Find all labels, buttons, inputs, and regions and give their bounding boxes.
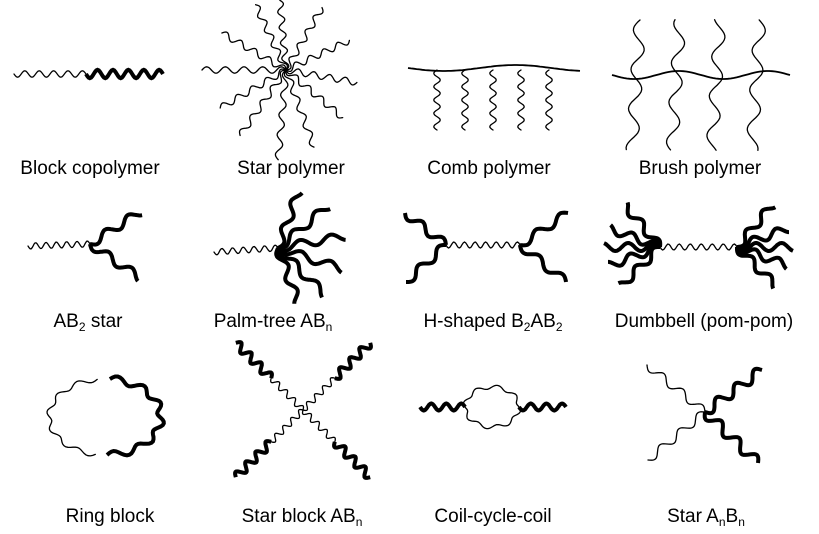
comb-side-chain <box>433 69 441 131</box>
staranbn-a-arm <box>646 364 706 413</box>
star-arm <box>285 68 358 86</box>
ring-a-block <box>46 378 98 457</box>
star-arm <box>201 66 287 74</box>
brush-side-chain <box>665 19 686 151</box>
cycle-bottom <box>464 406 522 430</box>
star-arm <box>221 31 287 71</box>
palm-tree-diagram <box>213 191 346 304</box>
palm-b-arm <box>276 246 343 275</box>
coil-cycle-coil-diagram <box>418 384 568 430</box>
dumbbell-b-arm <box>603 240 662 254</box>
starblock-a-inner <box>302 377 336 412</box>
star-arm <box>238 69 287 137</box>
dumbbell-b-arm <box>736 205 777 249</box>
star-arm <box>254 4 288 71</box>
starblock-a-inner <box>270 408 304 443</box>
palm-b-arm <box>277 191 304 250</box>
starblock-a-inner <box>270 377 305 411</box>
dumbbell-b-arm <box>735 247 776 290</box>
star-arm <box>285 6 324 71</box>
starblock-a-inner <box>301 409 336 443</box>
label-star-polymer: Star polymer <box>237 158 345 179</box>
palm-b-arm <box>278 207 331 250</box>
comb-backbone <box>407 64 581 72</box>
starblock-b-outer <box>332 441 371 480</box>
block-copolymer-diagram <box>13 67 165 81</box>
ring-block-diagram <box>46 374 166 458</box>
dumbbell-diagram <box>603 201 794 290</box>
staranbn-b-arm <box>702 411 761 464</box>
cycle-top <box>462 384 520 408</box>
h-a-segment <box>445 241 521 249</box>
label-brush-polymer: Brush polymer <box>638 158 762 179</box>
label-block-copolymer: Block copolymer <box>20 158 160 179</box>
h-b-arm <box>406 243 446 284</box>
palm-b-arm <box>274 247 300 304</box>
star-arm <box>219 68 287 109</box>
star-block-diagram <box>233 340 373 480</box>
label-h-shaped: H-shaped B2AB2 <box>423 311 563 334</box>
ab2-star-diagram <box>27 212 143 283</box>
dumbbell-b-arm <box>608 243 661 268</box>
ab2-b-arm <box>89 212 143 247</box>
label-comb-polymer: Comb polymer <box>427 158 551 179</box>
ab2-a-arm <box>27 240 91 250</box>
label-ab2-star: AB2 star <box>53 311 123 334</box>
brush-polymer-diagram <box>611 19 791 152</box>
star-arm <box>274 69 289 161</box>
brush-backbone <box>611 70 791 80</box>
star-arm <box>285 39 351 73</box>
ab2-b-arm <box>88 243 140 283</box>
starblock-b-outer <box>334 342 373 381</box>
ring-b-block <box>105 374 166 458</box>
brush-side-chain <box>706 19 726 151</box>
comb-side-chain <box>489 69 497 131</box>
h-shaped-diagram <box>403 210 569 284</box>
starblock-b-outer <box>233 439 272 478</box>
star-polymer-diagram <box>201 0 358 161</box>
star-arm <box>277 0 290 71</box>
comb-side-chain <box>517 69 525 131</box>
dumbbell-b-arm <box>617 245 660 286</box>
coil-right <box>517 401 568 413</box>
h-b-arm <box>518 244 568 283</box>
block-b-segment <box>84 67 165 81</box>
palm-a-arm <box>213 244 279 256</box>
label-star-anbn: Star AnBn <box>667 506 745 529</box>
block-a-segment <box>13 70 87 78</box>
comb-polymer-diagram <box>407 64 581 131</box>
label-star-block: Star block ABn <box>241 506 363 529</box>
dumbbell-a-segment <box>659 243 738 251</box>
palm-b-arm <box>277 232 346 253</box>
label-ring-block: Ring block <box>65 506 155 527</box>
label-dumbbell: Dumbbell (pom-pom) <box>614 311 794 332</box>
label-palm-tree: Palm-tree ABn <box>213 311 333 334</box>
staranbn-a-arm <box>647 411 706 461</box>
brush-side-chain <box>625 19 645 151</box>
brush-side-chain <box>746 19 766 152</box>
coil-left <box>418 401 467 413</box>
label-coil-cycle-coil: Coil-cycle-coil <box>434 506 552 527</box>
comb-side-chain <box>461 69 469 131</box>
star-arm <box>283 69 315 148</box>
h-b-arm <box>519 210 569 248</box>
starblock-b-outer <box>235 340 274 379</box>
star-arm <box>285 69 344 119</box>
dumbbell-b-arm <box>625 201 663 248</box>
dumbbell-b-arm <box>735 240 794 254</box>
h-b-arm <box>403 212 448 246</box>
star-anbn-diagram <box>646 364 763 464</box>
dumbbell-b-arm <box>736 226 789 251</box>
staranbn-b-arm <box>704 366 763 416</box>
palm-b-arm <box>276 247 324 299</box>
dumbbell-b-arm <box>735 246 788 271</box>
comb-side-chain <box>545 69 553 131</box>
